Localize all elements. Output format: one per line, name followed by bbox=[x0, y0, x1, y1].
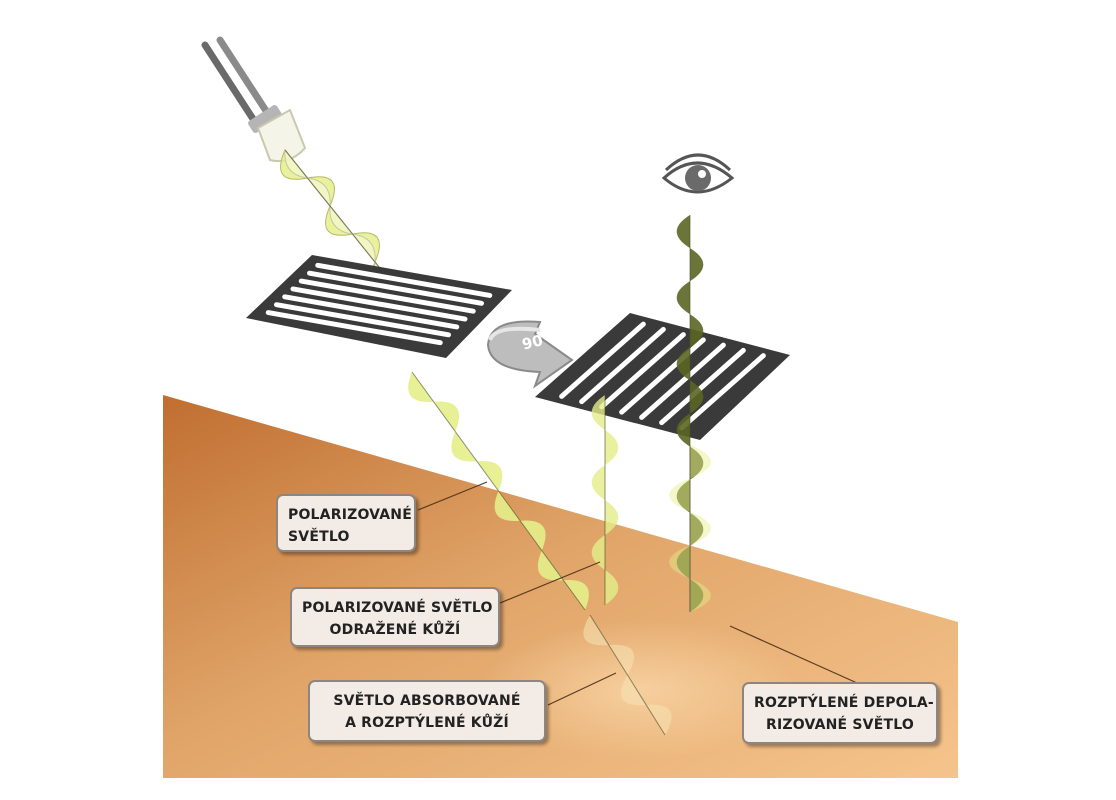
wave-axis bbox=[411, 371, 586, 611]
label-absorbed-light-line-1: SVĚTLO ABSORBOVANÉ bbox=[333, 693, 521, 709]
polarizer-filter-2 bbox=[535, 313, 790, 440]
label-reflected-light-line-1: POLARIZOVANÉ SVĚTLO bbox=[302, 600, 493, 616]
wave-lobe bbox=[690, 446, 704, 480]
label-polarized-light-line-1: POLARIZOVANÉ bbox=[288, 507, 412, 523]
reflected-light-wave bbox=[591, 395, 619, 605]
wave-lobe bbox=[620, 675, 647, 706]
wave-lobe bbox=[563, 579, 589, 610]
polarizer-slat bbox=[579, 326, 666, 405]
transmitted-light-wave bbox=[408, 371, 672, 736]
wave-lobe bbox=[676, 347, 690, 381]
wave-lobe bbox=[494, 491, 521, 522]
wave-lobe bbox=[605, 570, 619, 605]
label-depolarized-light-line-2: RIZOVANÉ SVĚTLO bbox=[766, 717, 914, 733]
rotation-arrow-icon bbox=[486, 320, 574, 389]
wave-lobe bbox=[520, 520, 546, 551]
polarizer-slat bbox=[315, 262, 493, 298]
wave-lobe bbox=[408, 372, 434, 403]
label-reflected-light: POLARIZOVANÉ SVĚTLO ODRAŽENÉ KŮŽÍ bbox=[290, 587, 500, 647]
leader-line-reflected bbox=[499, 561, 601, 604]
wave-lobe bbox=[690, 445, 711, 479]
wave-lobe bbox=[690, 314, 704, 348]
wave-lobe bbox=[669, 545, 690, 579]
wave-lobe bbox=[476, 460, 503, 491]
wave-lobe bbox=[676, 281, 690, 315]
label-depolarized-light: ROZPTÝLENÉ DEPOLA- RIZOVANÉ SVĚTLO bbox=[742, 682, 938, 744]
polarizer-slat bbox=[298, 278, 476, 314]
wave-lobe bbox=[451, 431, 477, 462]
label-polarized-light-line-2: SVĚTLO bbox=[288, 529, 350, 545]
wave-lobe bbox=[690, 578, 711, 612]
label-reflected-light-line-2: ODRAŽENÉ KŮŽÍ bbox=[329, 622, 461, 638]
polarizer-filter-1 bbox=[246, 255, 512, 358]
wave-lobe bbox=[433, 401, 460, 432]
wave-lobe bbox=[591, 465, 605, 500]
polarizer-slat bbox=[282, 294, 460, 330]
wave-lobe bbox=[676, 215, 690, 249]
wave-lobe bbox=[690, 380, 704, 414]
wave-lobe bbox=[646, 704, 672, 735]
label-absorbed-light: SVĚTLO ABSORBOVANÉ A ROZPTÝLENÉ KŮŽÍ bbox=[308, 680, 546, 742]
leader-line-polarized bbox=[417, 481, 488, 511]
polarizer-slat bbox=[265, 310, 443, 346]
wave-lobe bbox=[669, 478, 690, 512]
wave-lobe bbox=[605, 430, 619, 465]
wave-lobe bbox=[605, 500, 619, 535]
wave-lobe bbox=[676, 413, 690, 447]
label-depolarized-light-line-1: ROZPTÝLENÉ DEPOLA- bbox=[754, 695, 934, 711]
skin-glow bbox=[480, 620, 800, 760]
leader-line-depolarized bbox=[729, 625, 867, 688]
polarizer-slat bbox=[307, 270, 484, 306]
polarizer-slat bbox=[679, 353, 766, 431]
polarizer-slat bbox=[599, 332, 686, 410]
polarizer-slat bbox=[290, 286, 468, 322]
label-absorbed-light-line-2: A ROZPTÝLENÉ KŮŽÍ bbox=[345, 715, 509, 731]
wave-lobe bbox=[583, 615, 609, 646]
wave-lobe bbox=[690, 578, 704, 612]
wave-lobe bbox=[537, 550, 564, 581]
wave-lobe bbox=[608, 644, 635, 675]
wave-axis bbox=[589, 614, 666, 736]
polarizer-slat bbox=[274, 302, 451, 338]
polarizer-slat bbox=[559, 321, 646, 399]
leader-line-absorbed bbox=[547, 672, 617, 706]
wave-lobe bbox=[591, 395, 605, 430]
wave-lobe bbox=[676, 545, 690, 579]
depolarized-light-wave bbox=[669, 215, 711, 612]
wave-lobe bbox=[690, 512, 704, 546]
wave-lobe bbox=[690, 248, 704, 282]
light-source-icon bbox=[201, 36, 307, 163]
polarizer-slat bbox=[659, 347, 746, 426]
label-polarized-light: POLARIZOVANÉ SVĚTLO bbox=[276, 494, 416, 552]
wave-lobe bbox=[690, 511, 711, 546]
wave-lobe bbox=[591, 535, 605, 570]
polarizer-slat bbox=[639, 342, 726, 420]
wave-lobe bbox=[676, 479, 690, 513]
eye-icon bbox=[661, 153, 735, 194]
